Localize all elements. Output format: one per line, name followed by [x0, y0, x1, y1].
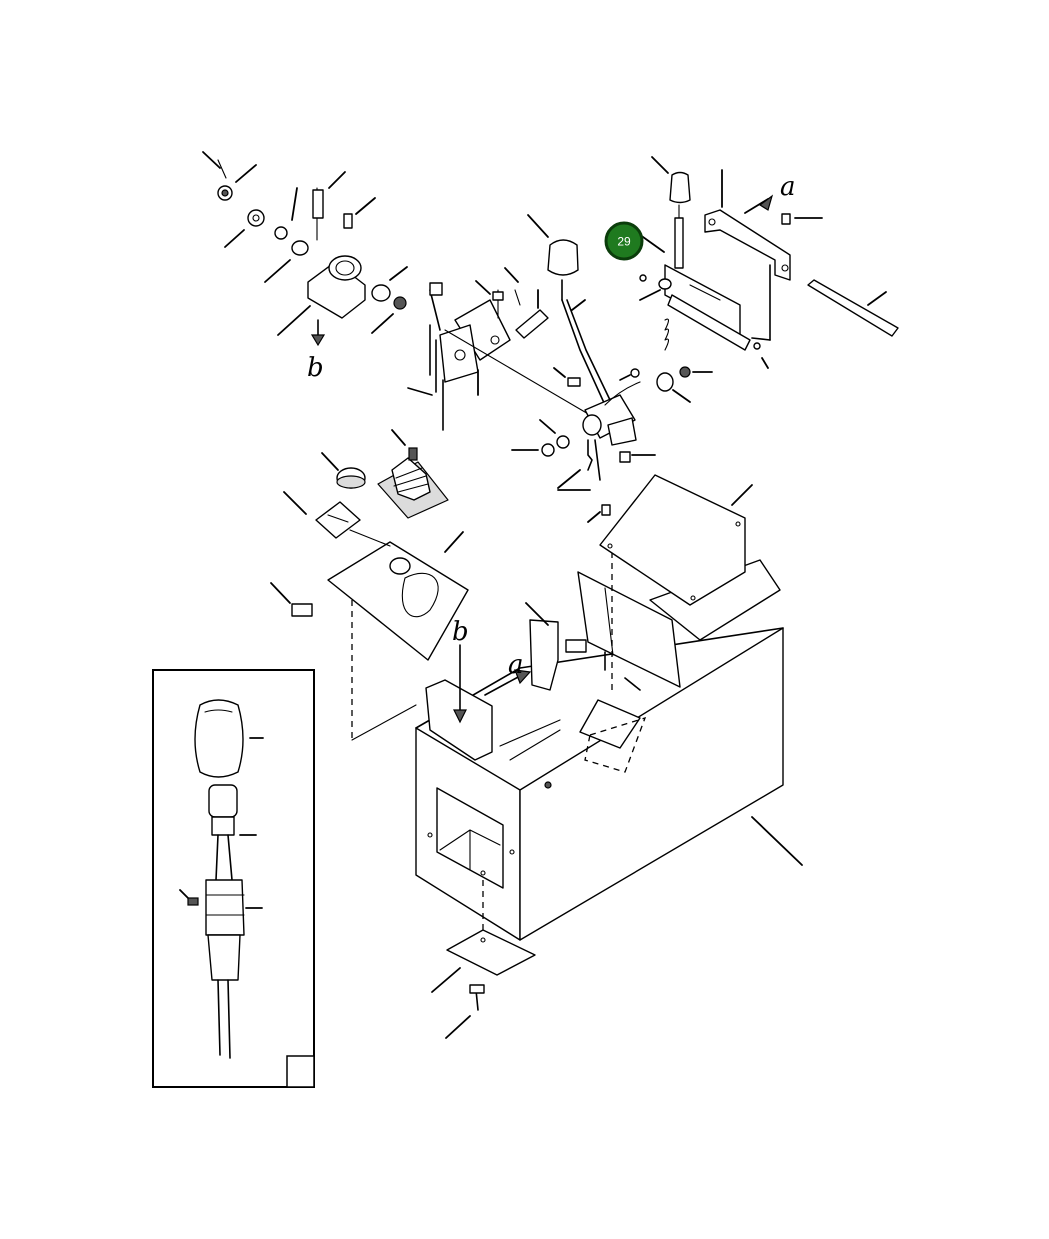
console-box-leader	[751, 816, 803, 866]
top-right-bracket: a	[704, 169, 899, 369]
callout-29-number: 29	[617, 235, 631, 249]
left-linkage	[407, 267, 591, 431]
pivot-bracket: b	[277, 255, 366, 383]
center-shift-lever	[527, 214, 656, 491]
lower-reference-arrows: b a	[452, 602, 641, 724]
shift-gate-plate	[270, 531, 469, 741]
ref-letter-b-lower: b	[452, 617, 469, 647]
console-box	[415, 530, 784, 941]
ref-letter-a-top: a	[780, 172, 796, 202]
upper-right-lever	[639, 156, 751, 351]
top-cover-plate	[599, 474, 753, 606]
shift-pattern-decal	[283, 491, 391, 547]
upper-left-hardware	[202, 151, 376, 283]
ref-letter-b-left: b	[307, 353, 324, 383]
callout-29[interactable]: 29	[604, 221, 665, 261]
bottom-cover-plate	[431, 929, 536, 1039]
dust-cap	[321, 452, 366, 489]
shift-boot	[377, 429, 449, 519]
lever-washers	[511, 366, 713, 523]
ref-letter-a-lower: a	[508, 650, 524, 680]
callout-29-badge[interactable]	[604, 221, 644, 261]
bushing	[371, 266, 408, 334]
inset-detail-view	[152, 669, 315, 1088]
